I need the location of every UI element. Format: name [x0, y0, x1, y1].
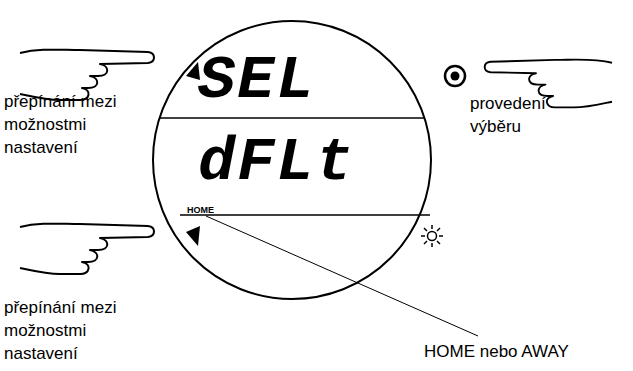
display-segment-text: dFLt	[198, 132, 355, 194]
display-separator	[159, 117, 425, 119]
indicator-note: HOME nebo AWAY	[424, 340, 624, 363]
light-symbol	[421, 225, 443, 247]
display-circle: SEL dFLtHOME	[152, 20, 432, 300]
display-separator	[180, 214, 430, 216]
leader-line	[206, 216, 478, 336]
button-description: přepínání mezi možnostmi nastavení	[4, 296, 144, 365]
pointing-hand	[20, 224, 154, 274]
button-description: přepínání mezi možnostmi nastavení	[4, 90, 144, 159]
button-description: provedení výběru	[470, 92, 580, 138]
display-segment-text: SEL	[198, 50, 316, 112]
select-button-dot	[451, 72, 460, 81]
select-button-symbol	[445, 66, 465, 86]
up-arrow-mark	[186, 62, 200, 80]
mode-indicator: HOME	[187, 206, 214, 215]
down-arrow-mark	[186, 226, 200, 246]
